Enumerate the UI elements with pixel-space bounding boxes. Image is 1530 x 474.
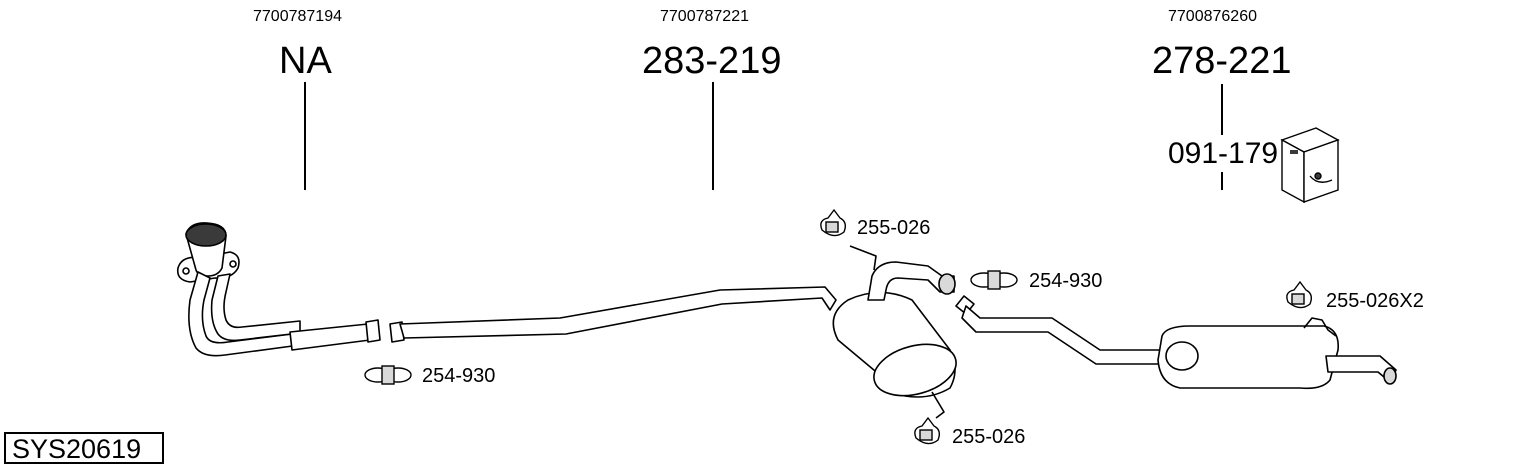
- rubber-mount-icon-1: [820, 208, 847, 237]
- center-silencer: [832, 245, 957, 419]
- oem-number-1: 7700787194: [253, 8, 342, 25]
- front-pipe: [176, 222, 381, 357]
- rubber-mount-icon-3: [1286, 280, 1313, 309]
- rear-section: [955, 295, 1397, 390]
- rubber-mount-icon-2: [914, 416, 941, 445]
- part-number-278-221[interactable]: 278-221: [1152, 40, 1292, 82]
- mounting-kit-box-icon: [1280, 127, 1340, 204]
- oem-number-2: 7700787221: [660, 8, 749, 25]
- system-id-box: SYS20619: [4, 432, 164, 464]
- mounting-kit-label[interactable]: 091-179: [1168, 137, 1279, 170]
- rubber-mount-label-3[interactable]: 255-026X2: [1326, 290, 1424, 312]
- clamp-icon-1: [364, 365, 412, 385]
- clamp-icon-2: [970, 270, 1018, 290]
- clamp-label-1[interactable]: 254-930: [422, 365, 496, 387]
- part-number-na[interactable]: NA: [279, 40, 332, 82]
- clamp-label-2[interactable]: 254-930: [1029, 270, 1103, 292]
- oem-number-3: 7700876260: [1168, 8, 1257, 25]
- rubber-mount-label-1[interactable]: 255-026: [857, 217, 931, 239]
- part-number-283-219[interactable]: 283-219: [642, 40, 782, 82]
- rubber-mount-label-2[interactable]: 255-026: [952, 426, 1026, 448]
- middle-pipe: [389, 286, 837, 343]
